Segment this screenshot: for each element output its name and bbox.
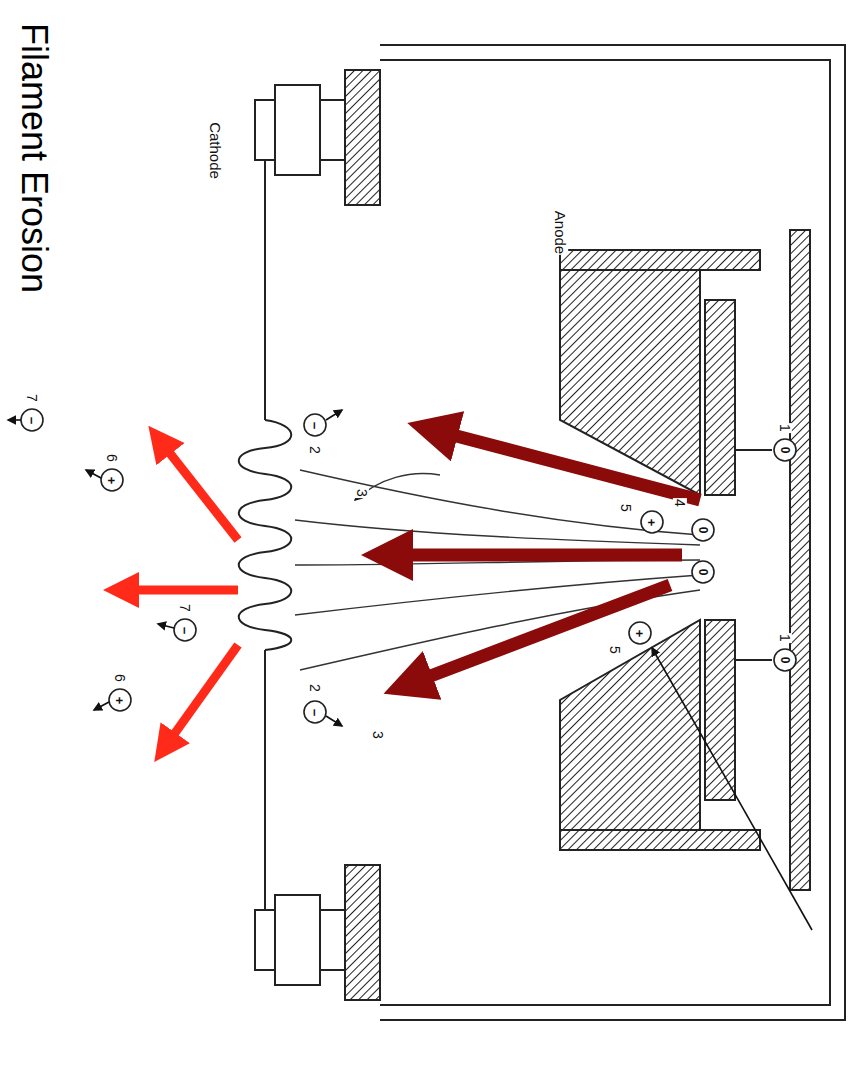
callout-number: 5	[619, 503, 633, 513]
diagram-title: Filament Erosion	[16, 23, 52, 293]
callout-number: 1	[778, 423, 792, 433]
particle-sign: −	[25, 415, 38, 425]
callout-number: 3	[371, 730, 385, 740]
callout-number: 2	[308, 445, 322, 455]
callout-number: 3	[355, 488, 369, 498]
callout-number: 5	[608, 645, 622, 655]
particle-sign: +	[113, 695, 126, 705]
particle-sign: +	[105, 475, 118, 485]
particle-sign: −	[308, 420, 321, 430]
particle-sign: −	[178, 625, 191, 635]
particle-sign: −	[308, 707, 321, 717]
part-name: Anode	[553, 209, 568, 254]
callout-number: 7	[178, 603, 192, 613]
callout-number: 4	[673, 498, 687, 508]
callout-number: 6	[113, 673, 127, 683]
part-name: Cathode	[207, 121, 222, 180]
particle-sign: 0	[779, 446, 791, 455]
particle-sign: +	[633, 628, 646, 638]
callout-number: 2	[308, 683, 322, 693]
particle-sign: 0	[697, 568, 709, 577]
callout-number: 1	[778, 633, 792, 643]
particle-sign: +	[645, 517, 658, 527]
callout-number: 6	[105, 453, 119, 463]
particle-sign: 0	[697, 526, 709, 535]
particle-sign: 0	[779, 656, 791, 665]
callout-number: 7	[25, 393, 39, 403]
